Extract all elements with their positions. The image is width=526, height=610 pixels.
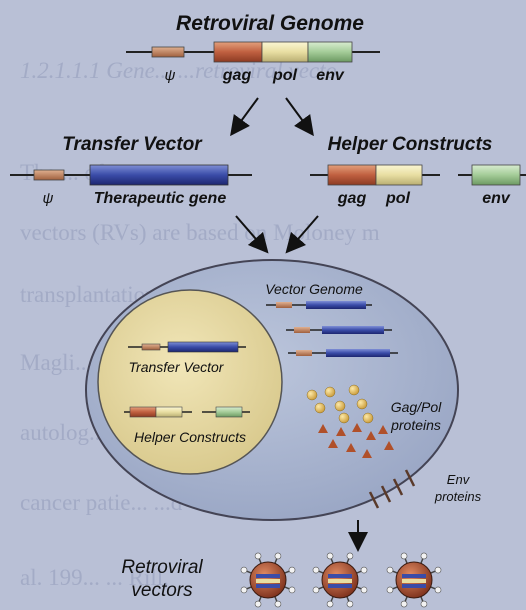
retroviral-vectors-label-line1: Retroviral bbox=[121, 557, 203, 578]
env-label-helper: env bbox=[482, 190, 511, 207]
helper-constructs-title: Helper Constructs bbox=[328, 134, 493, 155]
virus-particle bbox=[313, 553, 367, 607]
helper-gagpol-construct bbox=[310, 165, 440, 185]
therapeutic-gene-label: Therapeutic gene bbox=[94, 190, 227, 207]
env-proteins-label-line2: proteins bbox=[434, 489, 482, 504]
pol-label-top: pol bbox=[272, 67, 298, 84]
env-proteins-label-line1: Env bbox=[447, 472, 471, 487]
retroviral-vectors-label-line2: vectors bbox=[131, 580, 193, 601]
gag-pol-label-line1: Gag/Pol bbox=[391, 399, 442, 415]
env-label-top: env bbox=[316, 67, 345, 84]
psi-label-transfer: ψ bbox=[43, 190, 54, 207]
pol-label-helper: pol bbox=[385, 190, 411, 207]
gag-label-helper: gag bbox=[337, 190, 367, 207]
arrow-transfer-to-cell bbox=[236, 216, 262, 246]
virus-particle bbox=[241, 553, 295, 607]
vector-genome-label: Vector Genome bbox=[265, 281, 363, 297]
gag-label-top: gag bbox=[222, 67, 252, 84]
arrow-to-transfer bbox=[236, 98, 258, 128]
psi-label-top: ψ bbox=[165, 67, 176, 84]
virus-particle bbox=[387, 553, 441, 607]
arrow-to-helper bbox=[286, 98, 308, 128]
helper-env-construct bbox=[458, 165, 526, 185]
arrow-helper-to-cell bbox=[292, 216, 318, 246]
nucleus bbox=[98, 290, 282, 474]
retroviral-genome-construct bbox=[126, 42, 380, 62]
nucleus-helper-label: Helper Constructs bbox=[134, 429, 246, 445]
transfer-vector-construct bbox=[10, 165, 252, 185]
nucleus-transfer-label: Transfer Vector bbox=[129, 359, 225, 375]
retroviral-genome-title: Retroviral Genome bbox=[176, 12, 364, 35]
gag-pol-label-line2: proteins bbox=[390, 417, 441, 433]
retroviral-vector-particles bbox=[241, 553, 441, 607]
transfer-vector-title: Transfer Vector bbox=[62, 134, 203, 155]
